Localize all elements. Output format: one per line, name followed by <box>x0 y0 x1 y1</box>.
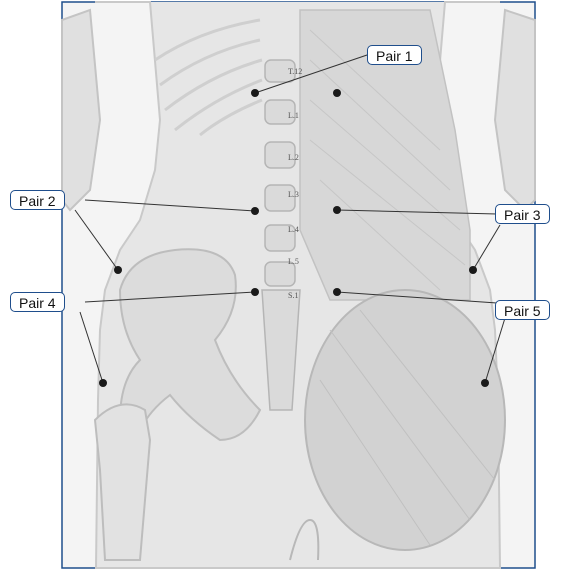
vertebra-label-l4: L.4 <box>288 225 299 234</box>
vertebra-label-l3: L.3 <box>288 190 299 199</box>
point-pair3-hip <box>469 266 477 274</box>
label-pair4: Pair 4 <box>10 292 65 312</box>
vertebra-label-s1: S.1 <box>288 291 298 300</box>
point-pair2-spine <box>251 207 259 215</box>
point-pair4-spine <box>251 288 259 296</box>
point-pair2-hip <box>114 266 122 274</box>
vertebra-label-l2: L.2 <box>288 153 299 162</box>
label-pair2: Pair 2 <box>10 190 65 210</box>
point-pair1-left <box>251 89 259 97</box>
label-pair1: Pair 1 <box>367 45 422 65</box>
gluteus-muscle <box>305 290 505 550</box>
point-pair5-spine <box>333 288 341 296</box>
label-pair3: Pair 3 <box>495 204 550 224</box>
vertebra-label-l5: L.5 <box>288 257 299 266</box>
point-pair3-spine <box>333 206 341 214</box>
label-pair5: Pair 5 <box>495 300 550 320</box>
vertebra-label-l1: L.1 <box>288 111 299 120</box>
point-pair1-right <box>333 89 341 97</box>
point-pair5-buttock <box>481 379 489 387</box>
femur <box>95 404 150 560</box>
point-pair4-buttock <box>99 379 107 387</box>
vertebra-label-t12: T.12 <box>288 67 302 76</box>
